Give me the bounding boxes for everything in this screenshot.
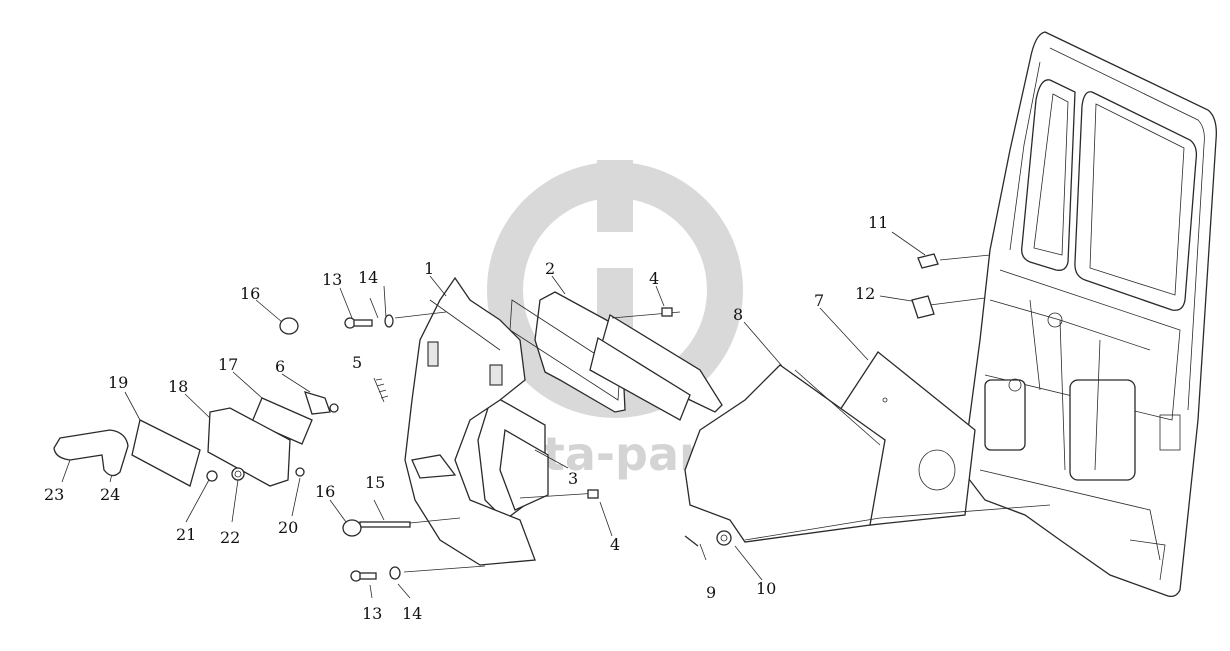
callout-8: 8 (733, 305, 743, 324)
callout-9: 9 (706, 583, 716, 602)
callout-18: 18 (168, 377, 188, 396)
callout-13: 13 (362, 604, 382, 623)
callout-12: 12 (855, 284, 875, 303)
callout-16: 16 (315, 482, 335, 501)
callout-6: 6 (275, 357, 285, 376)
callout-7: 7 (814, 291, 824, 310)
callout-16: 16 (240, 284, 260, 303)
door-frame (961, 31, 1217, 598)
leader-lines (61, 231, 1051, 599)
callout-23: 23 (44, 485, 64, 504)
callout-14: 14 (358, 268, 378, 287)
fasteners (53, 253, 939, 582)
bracket-2 (509, 291, 723, 421)
callout-20: 20 (278, 518, 298, 537)
callout-5: 5 (352, 353, 362, 372)
callout-2: 2 (545, 259, 555, 278)
callout-17: 17 (218, 355, 238, 374)
callout-3: 3 (568, 469, 578, 488)
callout-15: 15 (365, 473, 385, 492)
callout-4: 4 (649, 269, 659, 288)
callout-14: 14 (402, 604, 422, 623)
trim-panel-1 (404, 276, 536, 566)
trim-panel-8 (684, 364, 886, 543)
bracket-3 (477, 394, 549, 521)
callout-13: 13 (322, 270, 342, 289)
callout-24: 24 (100, 485, 120, 504)
callout-11: 11 (868, 213, 888, 232)
callout-labels: 1 2 3 4 4 5 6 7 8 9 10 11 12 13 13 14 14… (44, 213, 888, 623)
callout-10: 10 (756, 579, 776, 598)
callout-4: 4 (610, 535, 620, 554)
callout-1: 1 (424, 259, 434, 278)
callout-21: 21 (176, 525, 196, 544)
callout-19: 19 (108, 373, 128, 392)
callout-22: 22 (220, 528, 240, 547)
